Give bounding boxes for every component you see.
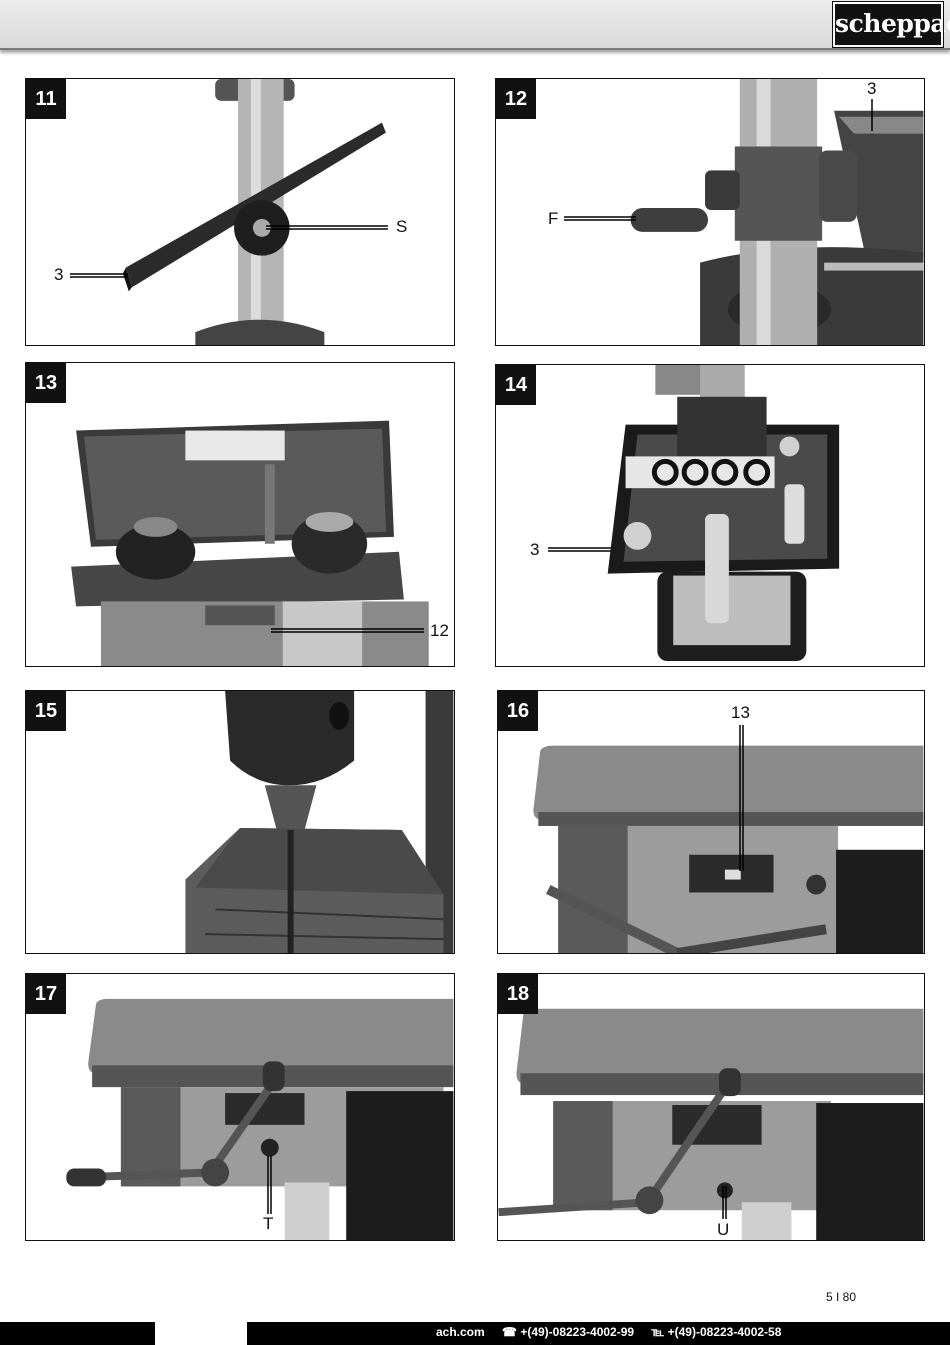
figure-12-photo	[496, 79, 924, 345]
footer-fax: ℡ +(49)-08223-4002-58	[651, 1325, 782, 1339]
footer-contact: ach.com ☎ +(49)-08223-4002-99 ℡ +(49)-08…	[436, 1325, 795, 1339]
figure-15: 15	[25, 690, 455, 954]
figure-14-photo	[496, 365, 924, 666]
figure-12: 12 3 F	[495, 78, 925, 346]
figure-number: 17	[26, 974, 66, 1014]
figure-14: 14 3	[495, 364, 925, 667]
callout-t: T	[263, 1214, 274, 1233]
figure-18-photo	[498, 974, 924, 1240]
figure-16: 16 13	[497, 690, 925, 954]
callout-13: 13	[731, 703, 750, 722]
figure-17: 17 T	[25, 973, 455, 1241]
page-number: 5 I 80	[826, 1290, 857, 1304]
figure-18: 18 U	[497, 973, 925, 1241]
figure-17-photo	[26, 974, 454, 1240]
callout-3: 3	[867, 79, 877, 98]
figure-16-photo	[498, 691, 924, 953]
brand-logo: scheppach	[832, 1, 950, 48]
footer-web[interactable]: ach.com	[436, 1325, 485, 1339]
figure-11: 11 S 3	[25, 78, 455, 346]
figure-13-photo	[26, 363, 454, 666]
callout-s: S	[396, 217, 408, 236]
figure-number: 13	[26, 363, 66, 403]
figure-number: 16	[498, 691, 538, 731]
footer-gap	[155, 1322, 247, 1345]
figure-11-photo	[26, 79, 454, 345]
figure-number: 11	[26, 79, 66, 119]
figure-number: 14	[496, 365, 536, 405]
footer-phone: ☎ +(49)-08223-4002-99	[502, 1325, 635, 1339]
figure-number: 18	[498, 974, 538, 1014]
figure-15-photo	[26, 691, 454, 953]
callout-12: 12	[430, 621, 449, 640]
callout-u: U	[717, 1220, 730, 1239]
figure-13: 13 12	[25, 362, 455, 667]
figure-number: 15	[26, 691, 66, 731]
header-bar	[0, 0, 950, 50]
figure-number: 12	[496, 79, 536, 119]
callout-3: 3	[54, 265, 64, 284]
callout-3: 3	[530, 540, 540, 559]
callout-f: F	[548, 209, 559, 228]
